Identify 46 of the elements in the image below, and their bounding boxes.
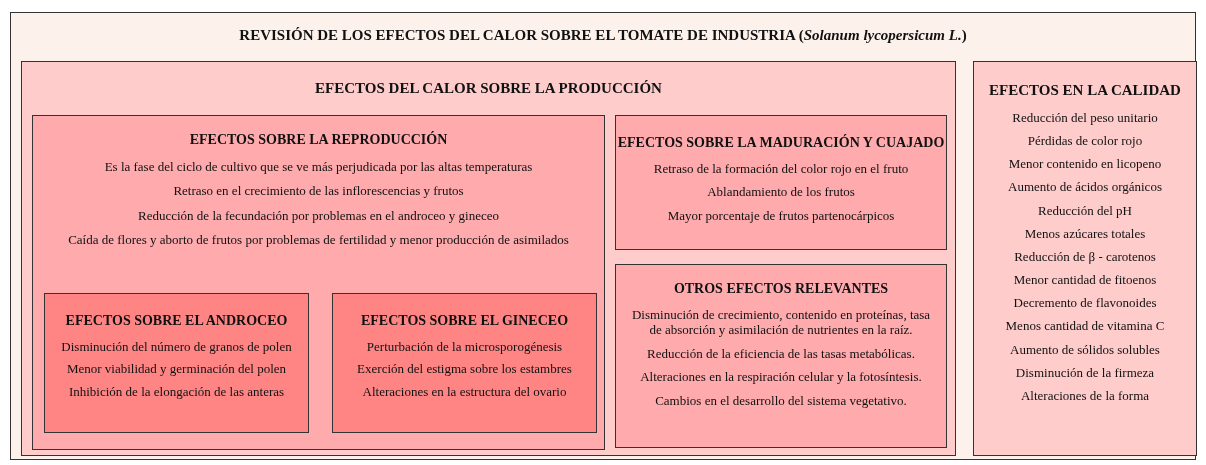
effect-text: Reducción de la eficiencia de las tasas metabólicas.	[647, 345, 915, 362]
effect-text: Ablandamiento de los frutos	[707, 184, 855, 200]
subcategory-box	[332, 293, 597, 433]
effect-text: Disminución de la firmeza	[1015, 364, 1155, 381]
effect-text: Reducción del pH	[1038, 202, 1132, 219]
effect-text: Es la fase del ciclo de cultivo que se ve más perjudicada por las altas temperaturas	[104, 158, 533, 175]
effect-text: Reducción del peso unitario	[1012, 109, 1158, 126]
effect-text: Menor viabilidad y germinación del polen	[66, 361, 287, 377]
effect-text: Decremento de flavonoides	[1013, 295, 1157, 311]
heading: EFECTOS SOBRE LA REPRODUCCIÓN	[189, 131, 448, 149]
section-panel	[973, 61, 1197, 456]
effect-text: Disminución del número de granos de polen	[61, 338, 292, 355]
effect-text: Menor cantidad de fitoenos	[1013, 272, 1157, 288]
effect-text: Alteraciones de la forma	[1020, 388, 1150, 404]
effect-text: Aumento de ácidos orgánicos	[1008, 179, 1162, 195]
heading: REVISIÓN DE LOS EFECTOS DEL CALOR SOBRE EL TOMATE DE INDUSTRIA (Solanum lycopersicum L.)	[239, 26, 967, 45]
heading: EFECTOS SOBRE LA MADURACIÓN Y CUAJADO	[617, 134, 945, 152]
subcategory-box	[44, 293, 309, 433]
heading: EFECTOS SOBRE EL ANDROCEO	[65, 312, 288, 330]
effect-text: Reducción de β - carotenos	[1014, 248, 1156, 265]
effect-text: Alteraciones en la respiración celular y la fotosíntesis.	[640, 369, 922, 385]
heading: OTROS EFECTOS RELEVANTES	[673, 280, 889, 298]
effect-text: Menor contenido en licopeno	[1008, 156, 1162, 172]
effect-text: Retraso de la formación del color rojo en el fruto	[653, 160, 909, 177]
effect-text: Caída de flores y aborto de frutos por problemas de fertilidad y menor producción de asimilados	[68, 232, 569, 248]
section-panel	[21, 61, 956, 456]
effect-text: Menos cantidad de vitamina C	[1005, 318, 1165, 335]
category-box	[615, 115, 947, 250]
heading: EFECTOS SOBRE EL GINECEO	[360, 312, 569, 330]
effect-text: Alteraciones en la estructura del ovario	[362, 383, 567, 400]
effect-text: Menos azúcares totales	[1024, 225, 1146, 242]
effect-text: Pérdidas de color rojo	[1027, 132, 1143, 149]
effect-text: Reducción de la fecundación por problemas en el androceo y gineceo	[138, 207, 499, 224]
effect-text: Exerción del estigma sobre los estambres	[357, 361, 572, 377]
effect-text: Aumento de sólidos solubles	[1010, 341, 1160, 358]
effect-text: Inhibición de la elongación de las anteras	[68, 383, 285, 400]
effect-text: Mayor porcentaje de frutos partenocárpicos	[667, 207, 895, 224]
category-box	[615, 264, 947, 448]
heading: EFECTOS EN LA CALIDAD	[989, 81, 1181, 100]
effect-text: Cambios en el desarrollo del sistema vegetativo.	[655, 392, 907, 409]
outer-panel	[10, 12, 1196, 460]
effect-text: Perturbación de la microsporogénesis	[366, 338, 563, 355]
effect-text: Disminución de crecimiento, contenido en proteínas, tasa de absorción y asimilación de nutrientes en la raíz.	[630, 306, 932, 338]
effect-text: Retraso en el crecimiento de las inflorescencias y frutos	[173, 183, 464, 199]
category-box	[32, 115, 605, 450]
heading: EFECTOS DEL CALOR SOBRE LA PRODUCCIÓN	[315, 79, 662, 98]
